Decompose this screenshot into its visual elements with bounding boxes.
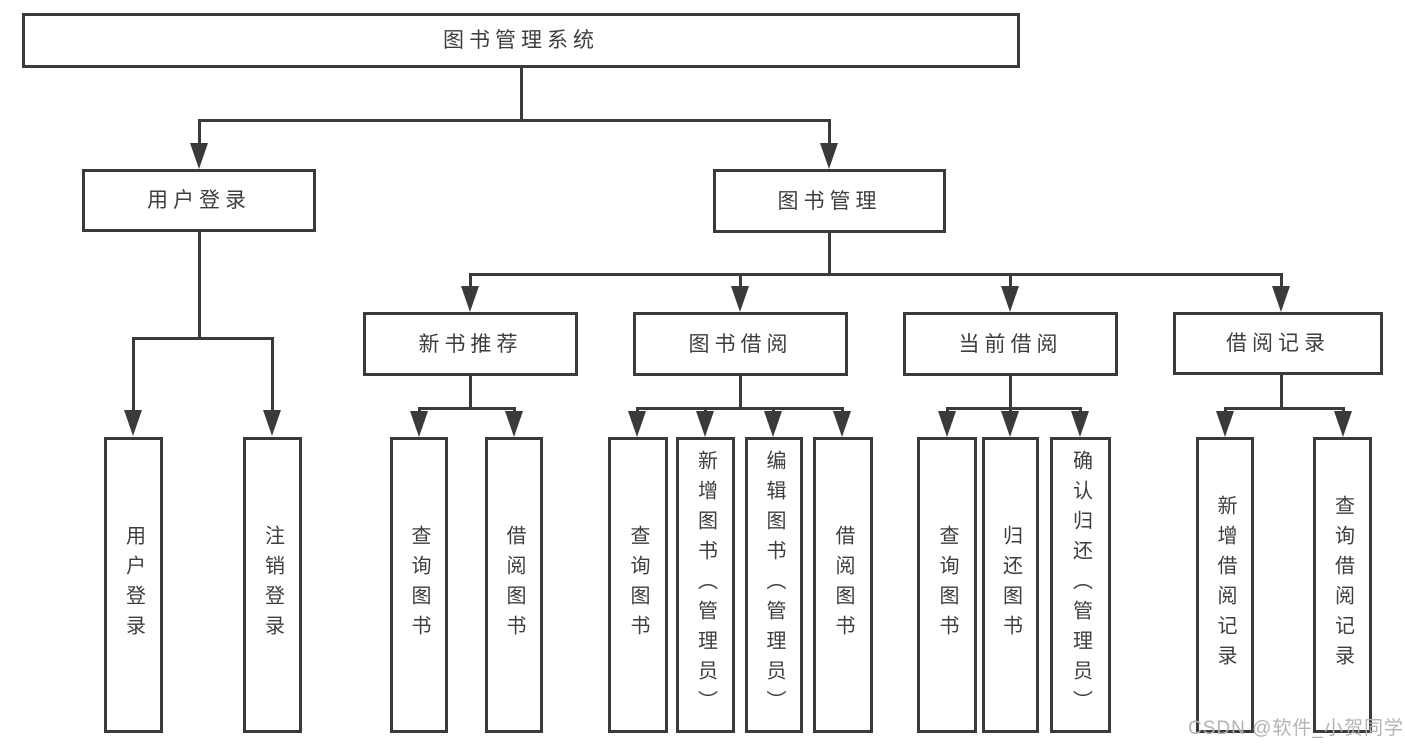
connector-line [469,273,1283,276]
arrow-down-icon [1272,286,1290,312]
leaf-logout-label: 注销登录 [261,525,284,645]
node-book-management: 图书管理 [713,169,946,233]
arrow-down-icon [938,411,956,437]
connector-line [418,407,421,413]
csdn-watermark: CSDN @软件_小贺同学 [1188,718,1404,739]
leaf-query-books-recommend: 查询图书 [390,437,448,733]
leaf-query-books-current-label: 查询图书 [936,525,958,645]
arrow-down-icon [731,286,749,312]
connector-line [198,119,201,144]
arrow-down-icon [628,411,646,437]
arrow-down-icon [820,143,838,169]
leaf-return-books: 归还图书 [982,437,1039,733]
node-new-book-recommend: 新书推荐 [363,312,578,376]
connector-line [513,407,516,413]
arrow-down-icon [1001,411,1019,437]
connector-line [271,337,274,411]
node-book-borrowing-label: 图书借阅 [688,332,793,356]
arrow-down-icon [461,286,479,312]
arrow-down-icon [124,410,142,436]
connector-line [132,337,135,411]
connector-line [946,407,1082,410]
connector-line [828,233,831,273]
leaf-add-borrow-record-label: 新增借阅记录 [1214,495,1236,675]
connector-line [704,407,707,413]
arrow-down-icon [1071,411,1089,437]
connector-line [469,376,472,407]
connector-line [946,407,949,413]
leaf-confirm-return-admin-label: 确认归还（管理员） [1069,450,1092,720]
leaf-query-books-borrowing: 查询图书 [608,437,668,733]
leaf-query-books-recommend-label: 查询图书 [408,525,430,645]
connector-line [1009,407,1012,413]
node-borrowing-records: 借阅记录 [1173,312,1383,375]
leaf-borrow-books-label: 借阅图书 [832,525,854,645]
connector-line [1342,407,1345,413]
connector-line [841,407,844,413]
leaf-user-login-label: 用户登录 [122,525,145,645]
connector-line [132,337,274,340]
leaf-edit-books-admin: 编辑图书（管理员） [745,437,803,733]
leaf-confirm-return-admin: 确认归还（管理员） [1050,437,1111,733]
leaf-return-books-label: 归还图书 [999,525,1022,645]
arrow-down-icon [1001,286,1019,312]
connector-line [1224,407,1345,410]
connector-line [198,232,201,337]
leaf-query-borrow-record-label: 查询借阅记录 [1331,495,1354,675]
node-library-system-label: 图书管理系统 [443,29,599,52]
arrow-down-icon [1216,411,1234,437]
connector-line [739,273,742,287]
leaf-add-books-admin: 新增图书（管理员） [676,437,735,733]
arrow-down-icon [1334,411,1352,437]
arrow-down-icon [696,411,714,437]
connector-line [469,273,472,287]
connector-line [1079,407,1082,413]
connector-line [198,119,831,122]
arrow-down-icon [505,411,523,437]
leaf-add-books-admin-label: 新增图书（管理员） [694,450,717,720]
arrow-down-icon [833,411,851,437]
leaf-query-borrow-record: 查询借阅记录 [1313,437,1372,733]
connector-line [739,376,742,407]
node-borrowing-records-label: 借阅记录 [1226,332,1330,355]
node-book-management-label: 图书管理 [777,189,882,213]
connector-line [520,68,523,120]
connector-line [1009,376,1012,407]
arrow-down-icon [410,411,428,437]
connector-line [828,119,831,144]
connector-line [1280,273,1283,287]
connector-line [636,407,844,410]
leaf-borrow-books-recommend: 借阅图书 [485,437,543,733]
connector-line [772,407,775,413]
leaf-logout: 注销登录 [243,437,302,733]
leaf-edit-books-admin-label: 编辑图书（管理员） [763,450,785,720]
arrow-down-icon [263,410,281,436]
connector-line [418,407,516,410]
node-current-borrowing-label: 当前借阅 [958,332,1063,356]
node-new-book-recommend-label: 新书推荐 [418,332,523,356]
leaf-user-login: 用户登录 [104,437,163,733]
node-user-login: 用户登录 [82,169,316,232]
leaf-borrow-books-recommend-label: 借阅图书 [503,525,525,645]
leaf-query-books-current: 查询图书 [917,437,977,733]
connector-line [1224,407,1227,413]
connector-line [636,407,639,413]
node-user-login-label: 用户登录 [147,189,251,212]
leaf-add-borrow-record: 新增借阅记录 [1196,437,1254,733]
leaf-query-books-borrowing-label: 查询图书 [627,525,649,645]
leaf-borrow-books: 借阅图书 [813,437,873,733]
connector-line [1009,273,1012,287]
node-library-system: 图书管理系统 [22,13,1020,68]
arrow-down-icon [190,143,208,169]
node-current-borrowing: 当前借阅 [903,312,1118,376]
node-book-borrowing: 图书借阅 [633,312,848,376]
arrow-down-icon [764,411,782,437]
connector-line [1280,375,1283,407]
